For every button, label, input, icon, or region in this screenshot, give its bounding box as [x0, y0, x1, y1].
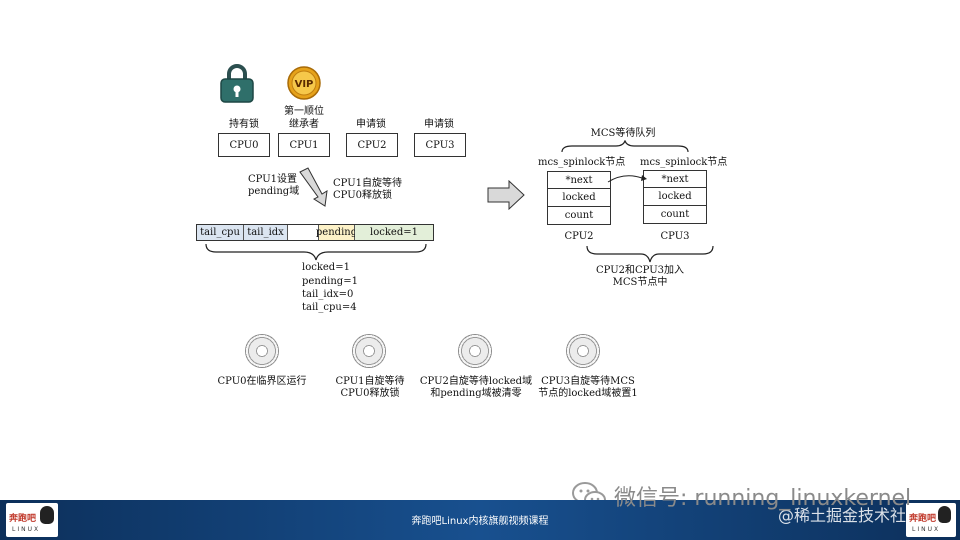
logo-penguin-icon [40, 506, 54, 524]
cpu1-state-ring [352, 334, 386, 368]
footer-logo-right: 奔跑吧 LINUX [906, 503, 956, 537]
cpu3-box: CPU3 [414, 133, 466, 157]
logo-sub-text-right: LINUX [912, 526, 941, 533]
cpu3-node-title: mcs_spinlock节点 [640, 157, 728, 168]
cpu2-locked-field: locked [547, 189, 611, 207]
logo-penguin-icon-right [938, 506, 951, 523]
cpu2-state-line1: CPU2自旋等待locked域 [419, 376, 533, 387]
cpu3-state-ring [566, 334, 600, 368]
mcs-queue-title: MCS等待队列 [590, 128, 656, 139]
value-pending: pending=1 [302, 276, 358, 287]
queue-caption-line1: CPU2和CPU3加入 [596, 265, 684, 276]
cpu1-state-line1: CPU1自旋等待 [335, 376, 405, 387]
cpu1-set-pending-line2: pending域 [248, 186, 300, 197]
brace-under-lockword [205, 243, 427, 261]
cpu1-state-line2: CPU0释放锁 [340, 388, 400, 399]
tail-idx-field: tail_idx [244, 225, 288, 240]
cpu2-count-field: count [547, 207, 611, 225]
cpu2-node-title: mcs_spinlock节点 [538, 157, 626, 168]
cpu1-set-pending-line1: CPU1设置 [248, 174, 297, 185]
queue-caption-line2: MCS节点中 [612, 277, 668, 288]
value-tail-cpu: tail_cpu=4 [302, 302, 357, 313]
brace-under-queue [586, 245, 714, 263]
right-arrow-icon [487, 180, 525, 210]
footer-bar [0, 500, 960, 540]
cpu2-box: CPU2 [346, 133, 398, 157]
cpu2-state-ring [458, 334, 492, 368]
value-tail-idx: tail_idx=0 [302, 289, 354, 300]
cpu0-box: CPU0 [218, 133, 270, 157]
empty-field [288, 225, 319, 240]
vip-badge-icon: VIP [287, 66, 321, 100]
value-locked: locked=1 [302, 262, 350, 273]
cpu2-node-label: CPU2 [564, 231, 594, 242]
cpu1-role-label-line2: 继承者 [289, 119, 319, 130]
cpu1-spin-line1: CPU1自旋等待 [333, 178, 402, 189]
cpu0-state-label: CPU0在临界区运行 [217, 376, 307, 387]
lock-word-bar: tail_cpu tail_idx pending locked=1 [196, 224, 434, 241]
pending-field: pending [315, 225, 358, 240]
cpu3-count-field: count [643, 206, 707, 224]
cpu2-role-label: 申请锁 [356, 119, 386, 130]
footer-course-title: 奔跑吧Linux内核旗舰视频课程 [411, 516, 549, 527]
logo-text-right: 奔跑吧 [909, 514, 937, 524]
cpu3-node-label: CPU3 [660, 231, 690, 242]
down-arrow-icon [299, 167, 328, 207]
cpu3-locked-field: locked [643, 188, 707, 206]
wechat-id-text: 微信号: running_linuxkernel [614, 486, 912, 511]
cpu1-box: CPU1 [278, 133, 330, 157]
vip-text: VIP [295, 79, 314, 90]
tail-cpu-field: tail_cpu [197, 225, 244, 240]
cpu1-spin-line2: CPU0释放锁 [333, 190, 392, 201]
cpu0-state-ring [245, 334, 279, 368]
footer-watermark: @稀土掘金技术社区 [778, 506, 923, 525]
logo-text: 奔跑吧 [9, 514, 37, 524]
cpu1-role-label-line1: 第一顺位 [284, 106, 324, 117]
cpu3-role-label: 申请锁 [424, 119, 454, 130]
cpu2-state-line2: 和pending域被清零 [430, 388, 522, 399]
cpu3-state-line1: CPU3自旋等待MCS [541, 376, 635, 387]
lock-icon [218, 64, 256, 104]
brace-over-queue [561, 140, 689, 153]
cpu0-role-label: 持有锁 [229, 119, 259, 130]
cpu3-state-line2: 节点的locked域被置1 [538, 388, 638, 399]
cpu2-next-field: *next [547, 171, 611, 189]
next-pointer-arrow [607, 175, 647, 183]
cpu3-next-field: *next [643, 170, 707, 188]
locked-field: locked=1 [355, 225, 433, 240]
logo-sub-text: LINUX [12, 526, 41, 533]
footer-logo-left: 奔跑吧 LINUX [6, 503, 58, 537]
